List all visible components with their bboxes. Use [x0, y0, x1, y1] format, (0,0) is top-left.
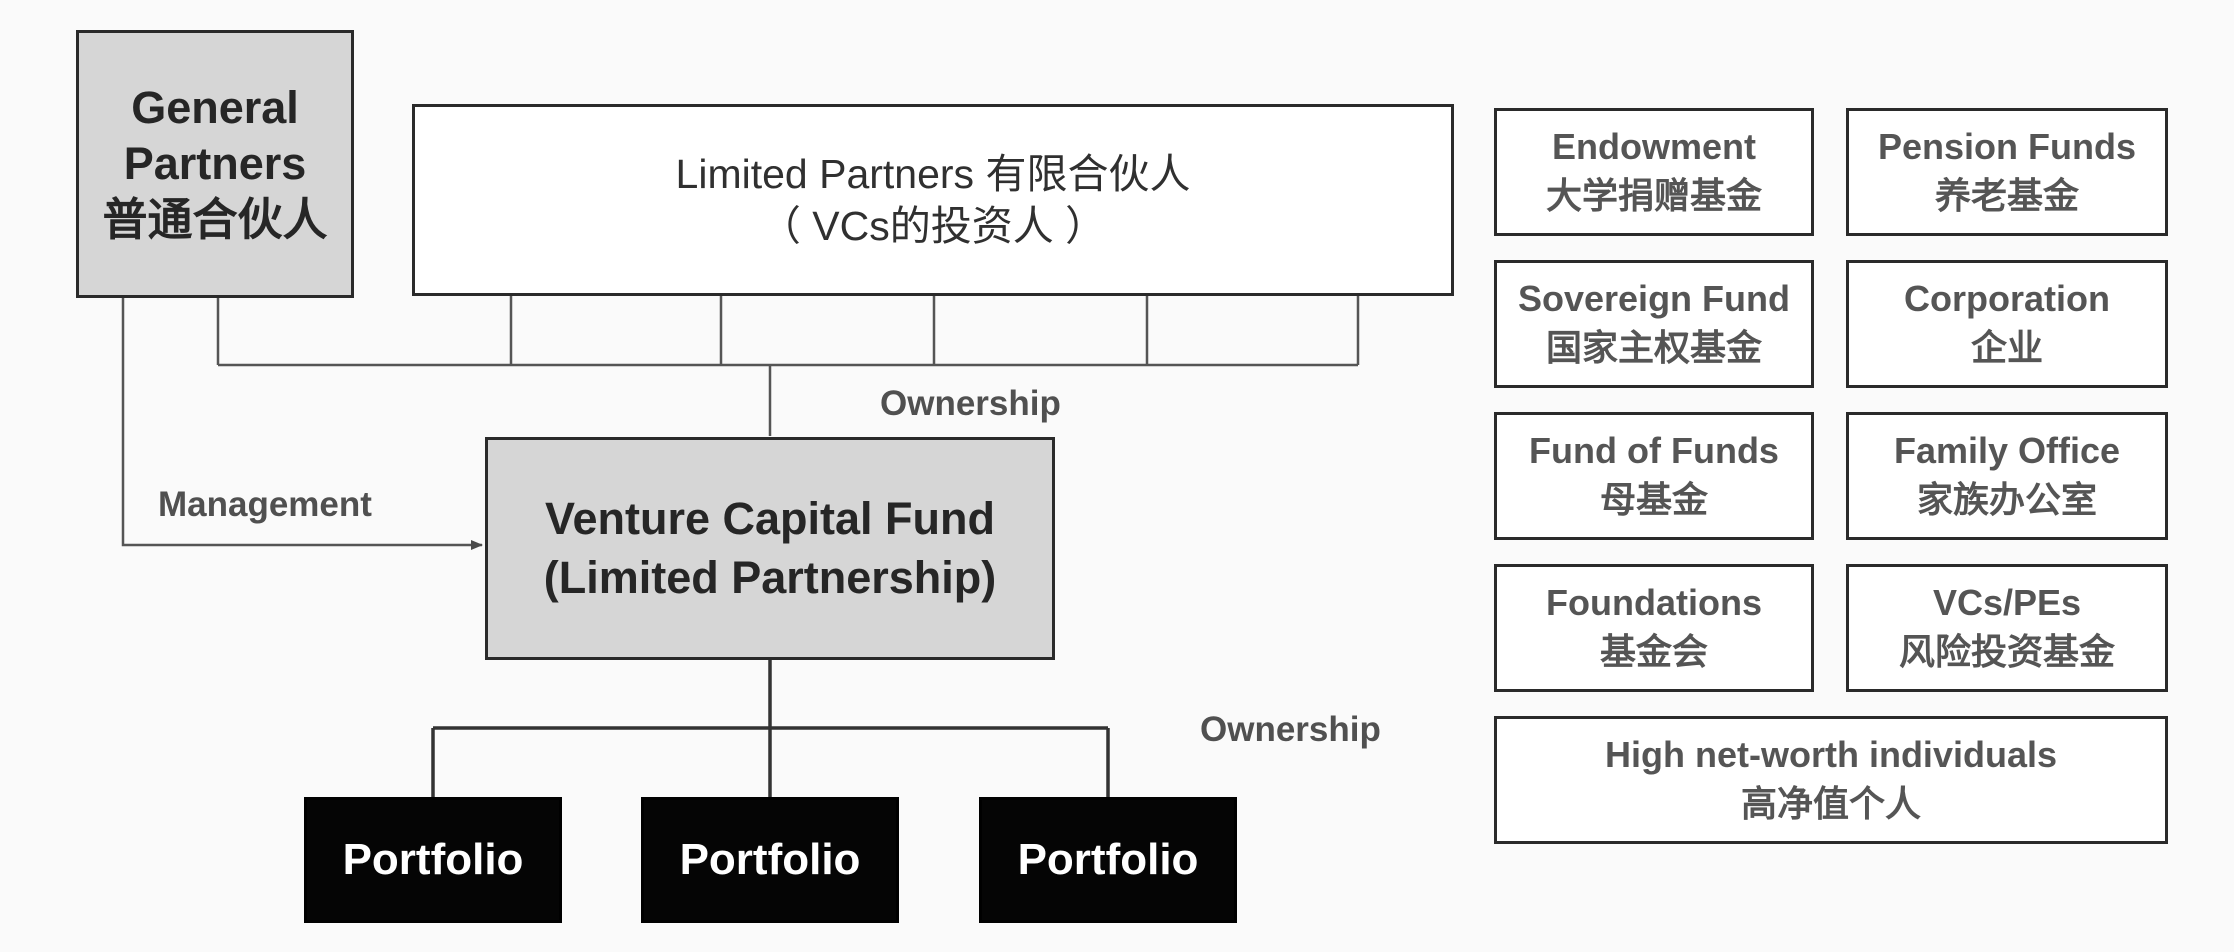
portfolio-box: Portfolio: [304, 797, 562, 923]
general-partners-line1: General: [131, 81, 299, 133]
investor-type-en: Sovereign Fund: [1517, 278, 1791, 320]
portfolio-box: Portfolio: [979, 797, 1237, 923]
investor-type-zh: 母基金: [1599, 479, 1708, 520]
investor-type-zh: 家族办公室: [1916, 479, 2097, 520]
investor-type-en: Foundations: [1546, 582, 1762, 624]
fund-line1: Venture Capital Fund: [544, 493, 996, 544]
investor-type-zh: 基金会: [1599, 631, 1708, 672]
general-partners-line3: 普通合伙人: [102, 194, 328, 246]
investor-type-family-office: Family Office 家族办公室: [1846, 412, 2168, 540]
investor-type-zh: 国家主权基金: [1545, 327, 1762, 368]
investor-type-vcs-pes: VCs/PEs 风险投资基金: [1846, 564, 2168, 692]
portfolio-label: Portfolio: [679, 835, 861, 884]
venture-capital-fund-box: Venture Capital Fund (Limited Partnershi…: [485, 437, 1055, 660]
investor-type-corporation: Corporation 企业: [1846, 260, 2168, 388]
investor-type-fund-of-funds: Fund of Funds 母基金: [1494, 412, 1814, 540]
investor-type-en: Corporation: [1904, 278, 2110, 320]
investor-type-zh: 大学捐赠基金: [1545, 175, 1762, 216]
fund-line2: (Limited Partnership): [543, 551, 997, 603]
investor-type-foundations: Foundations 基金会: [1494, 564, 1814, 692]
general-partners-box: General Partners 普通合伙人: [76, 30, 354, 298]
investor-type-zh: 养老基金: [1934, 175, 2079, 216]
investor-type-high-net-worth: High net-worth individuals 高净值个人: [1494, 716, 2168, 844]
ownership-label-bottom: Ownership: [1200, 710, 1381, 749]
investor-type-zh: 风险投资基金: [1898, 631, 2115, 672]
investor-type-endowment: Endowment 大学捐赠基金: [1494, 108, 1814, 236]
investor-type-en: High net-worth individuals: [1605, 734, 2057, 776]
investor-type-en: Family Office: [1893, 430, 2121, 472]
portfolio-label: Portfolio: [1017, 835, 1199, 884]
investor-type-zh: 高净值个人: [1740, 783, 1921, 824]
portfolio-box: Portfolio: [641, 797, 899, 923]
investor-type-sovereign-fund: Sovereign Fund 国家主权基金: [1494, 260, 1814, 388]
portfolio-label: Portfolio: [342, 835, 524, 884]
management-arrow: [121, 298, 483, 550]
limited-partners-box: Limited Partners 有限合伙人 （ VCs的投资人 ）: [412, 104, 1454, 296]
investor-type-en: Pension Funds: [1877, 126, 2136, 168]
ownership-label-top: Ownership: [880, 384, 1061, 423]
investor-type-en: Fund of Funds: [1529, 430, 1779, 472]
limited-partners-line2: （ VCs的投资人 ）: [759, 203, 1107, 249]
investor-type-pension-funds: Pension Funds 养老基金: [1846, 108, 2168, 236]
investor-type-en: Endowment: [1552, 126, 1756, 168]
investor-type-en: VCs/PEs: [1932, 582, 2082, 624]
investor-type-zh: 企业: [1970, 327, 2043, 368]
general-partners-line2: Partners: [123, 137, 307, 189]
limited-partners-line1: Limited Partners 有限合伙人: [675, 150, 1191, 197]
management-label: Management: [158, 485, 372, 524]
